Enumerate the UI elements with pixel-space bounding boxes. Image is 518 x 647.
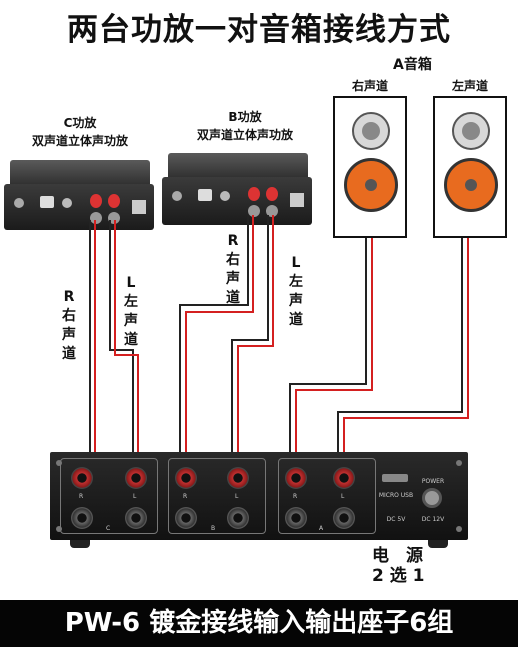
speaker-right-label: 右声道 [351, 79, 388, 93]
wire-label-c-right: R 右 声 道 [62, 289, 76, 362]
amp-c-label-block: C功放 双声道立体声功放 [20, 114, 140, 150]
amp-c-label: C功放 [63, 116, 97, 130]
post-c-r-black [71, 507, 93, 529]
wire-label-b-right: R 右 声 道 [226, 233, 240, 306]
amp-c-wires [89, 220, 139, 460]
amp-b-subtitle: 双声道立体声功放 [196, 128, 293, 142]
dc-jack [422, 488, 442, 508]
amp-c-subtitle: 双声道立体声功放 [31, 134, 128, 148]
dc5-label: DC 5V [386, 516, 406, 523]
amp-b-label-block: B功放 双声道立体声功放 [185, 108, 305, 144]
terminal-group-c: R L C [60, 458, 158, 534]
group-letter-b: B [211, 525, 216, 532]
post-a-l-red [333, 467, 355, 489]
amp-b-wires [179, 215, 274, 460]
post-c-l-black [125, 507, 147, 529]
foot-left [70, 540, 90, 548]
speaker-left [433, 96, 507, 238]
post-b-r-red [175, 467, 197, 489]
woofer-left [444, 158, 498, 212]
terminal-group-b: R L B [168, 458, 266, 534]
post-a-l-black [333, 507, 355, 529]
diagram-title: 两台功放一对音箱接线方式 [67, 12, 451, 48]
speaker-left-label: 左声道 [451, 79, 488, 93]
tweeter-right [352, 112, 390, 150]
post-b-l-red [227, 467, 249, 489]
tweeter-left [452, 112, 490, 150]
post-c-r-red [71, 467, 93, 489]
amp-b [162, 153, 312, 227]
wire-label-c-left: L 左 声 道 [124, 275, 138, 348]
foot-right [428, 540, 448, 548]
wire-label-b-left: L 左 声 道 [289, 255, 303, 328]
terminal-group-a: R L A [278, 458, 376, 534]
power-note: 电 源 2 选 1 [372, 546, 425, 586]
power-label: POWER [421, 478, 445, 485]
amp-c [4, 160, 154, 232]
speaker-wires [289, 238, 469, 460]
bottom-banner: PW-6 镀金接线输入输出座子6组 [0, 600, 518, 647]
group-letter-c: C [106, 525, 111, 532]
usb-port [382, 474, 408, 482]
post-b-r-black [175, 507, 197, 529]
power-note-line2: 2 选 1 [372, 566, 425, 586]
power-note-line1: 电 源 [372, 546, 423, 566]
post-a-r-red [285, 467, 307, 489]
speaker-group-label: A音箱 [393, 57, 432, 73]
speaker-right [333, 96, 407, 238]
usb-label: MICRO USB [378, 492, 414, 499]
post-a-r-black [285, 507, 307, 529]
switch-box: R L C R L B R L A MICRO USB DC 5V POWER … [50, 452, 468, 540]
amp-b-label: B功放 [228, 110, 262, 124]
dc12-label: DC 12V [421, 516, 445, 523]
post-c-l-red [125, 467, 147, 489]
post-b-l-black [227, 507, 249, 529]
group-letter-a: A [319, 525, 324, 532]
woofer-right [344, 158, 398, 212]
